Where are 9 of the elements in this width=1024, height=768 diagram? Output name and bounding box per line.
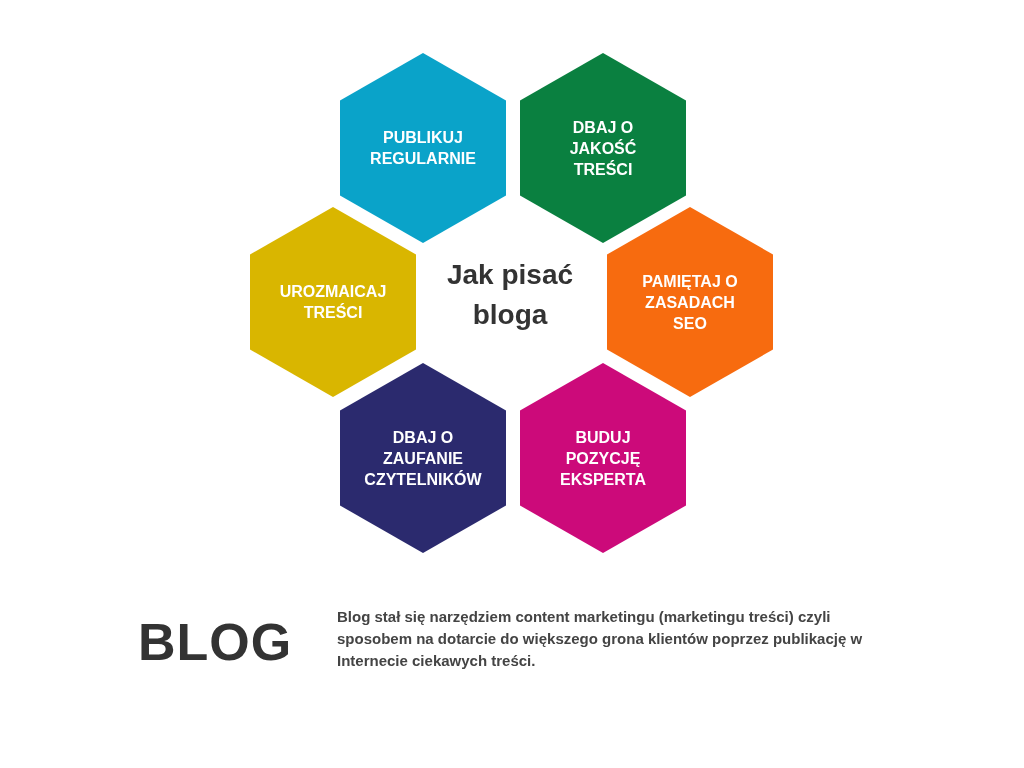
heading: BLOG: [138, 612, 293, 672]
hexagon-tile: DBAJ O ZAUFANIE CZYTELNIKÓW: [340, 363, 506, 553]
hexagon-tile: DBAJ O JAKOŚĆ TREŚCI: [520, 53, 686, 243]
hexagon-tile: PUBLIKUJ REGULARNIE: [340, 53, 506, 243]
hexagon-tile: PAMIĘTAJ O ZASADACH SEO: [607, 207, 773, 397]
center-title: Jak pisać bloga: [445, 258, 575, 332]
hexagon-tile: UROZMAICAJ TREŚCI: [250, 207, 416, 397]
hexagon-tile: BUDUJ POZYCJĘ EKSPERTA: [520, 363, 686, 553]
description-text: Blog stał się narzędziem content marketingu (marketingu treści) czyli sposobem na dotarcie do większego grona klientów poprzez publikację w Internecie ciekawych treści.: [337, 607, 864, 671]
